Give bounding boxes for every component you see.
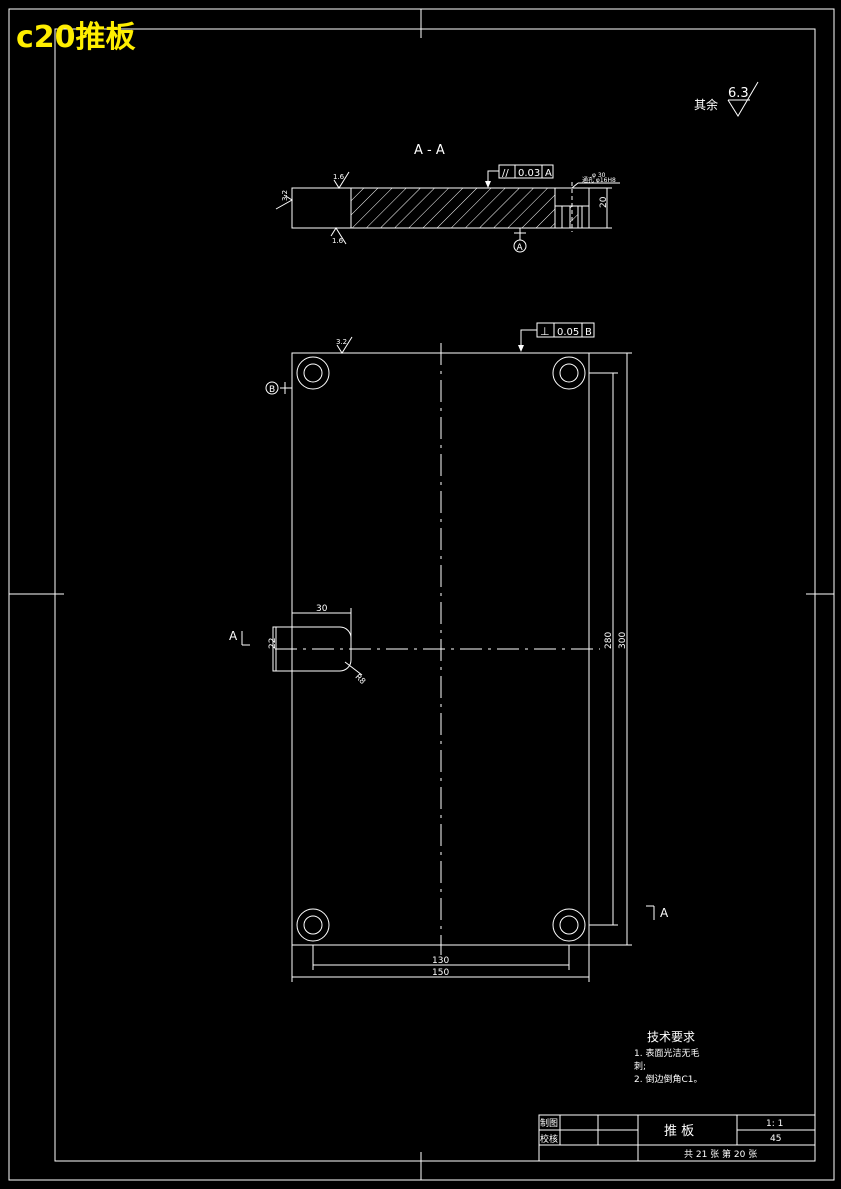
dim-width-value: 150 [432,968,449,978]
datum-b: B [265,381,292,395]
plan-roughness-top: 3.2 [336,336,353,354]
drawing-title: c20推板 [16,20,136,55]
hole-note: φ 30 通孔 φ16H8 [571,172,620,189]
plan-view: ⊥ 0.05 B B 3.2 A A [229,322,669,982]
datum-b-label: B [269,385,275,395]
dim-slot-width-value: 22 [268,638,278,649]
section-hatch [350,187,556,229]
roughness-top-value: 1.6 [333,173,345,181]
roughness-top: 1.6 [333,171,350,189]
dim-height: 300 [589,352,632,946]
tech-item-1-line2: 刺; [634,1061,646,1072]
drawn-by-label: 制图 [540,1117,558,1129]
roughness-left-value: 3.2 [281,190,289,201]
section-mark-left-label: A [229,629,238,643]
datum-a: A [513,228,527,253]
hole-note-line2: 通孔 φ16H8 [582,176,616,184]
tech-item-1-line1: 1. 表面光洁无毛 [634,1047,699,1059]
parallelism-frame: // 0.03 A [485,164,554,188]
thickness-dimension: 20 [589,187,612,229]
other-roughness: 其余 6.3 [694,81,759,117]
dim-hole-spacing-v: 280 [589,372,618,926]
other-roughness-label: 其余 [694,97,718,112]
thickness-dim-value: 20 [599,196,609,208]
other-roughness-value: 6.3 [728,86,749,101]
dim-hole-spacing-h: 130 [312,945,570,970]
perpendicularity-datum: B [585,327,592,338]
dim-hole-spacing-h-value: 130 [432,956,449,966]
corner-hole [296,356,330,390]
datum-a-label: A [517,243,524,253]
perpendicularity-symbol: ⊥ [540,325,550,338]
roughness-bottom-value: 1.6 [332,237,344,245]
corner-hole [296,908,330,942]
dim-slot-length-value: 30 [316,604,328,614]
tech-requirements: 技术要求 1. 表面光洁无毛 刺; 2. 倒边倒角C1。 [634,1030,702,1085]
slot [272,626,352,672]
perpendicularity-frame: ⊥ 0.05 B [518,322,595,352]
part-name: 推 板 [664,1124,694,1139]
roughness-bottom: 1.6 [330,227,347,245]
section-mark-right: A [646,905,669,920]
title-block: 制图 校核 推 板 1: 1 45 共 21 张 第 20 张 [538,1114,816,1162]
scale-value: 1: 1 [766,1119,783,1129]
section-mark-left: A [229,629,250,646]
dim-slot-width: 22 [268,627,278,671]
dim-hole-spacing-v-value: 280 [604,632,614,649]
section-mark-right-label: A [660,906,669,920]
section-label: A - A [414,143,445,158]
inner-frame [54,28,816,1162]
corner-hole [552,908,586,942]
tech-item-2: 2. 倒边倒角C1。 [634,1073,702,1085]
parallelism-symbol: // [502,168,509,179]
material-value: 45 [770,1134,781,1144]
tech-heading: 技术要求 [647,1030,695,1044]
sheet-info: 共 21 张 第 20 张 [684,1148,757,1160]
checked-by-label: 校核 [540,1133,558,1145]
perpendicularity-tolerance: 0.05 [557,327,579,338]
section-view: // 0.03 A A 1.6 1.6 3.2 [275,164,620,253]
parallelism-datum: A [545,168,552,179]
corner-hole [552,356,586,390]
hole-note-line1: φ 30 [592,172,606,179]
dim-slot-length: 30 [291,604,352,638]
dim-height-value: 300 [618,632,628,649]
plan-roughness-value: 3.2 [336,338,347,346]
centering-marks [9,9,834,1180]
dim-width: 150 [291,945,590,982]
roughness-left: 3.2 [275,190,293,210]
parallelism-tolerance: 0.03 [518,168,540,179]
